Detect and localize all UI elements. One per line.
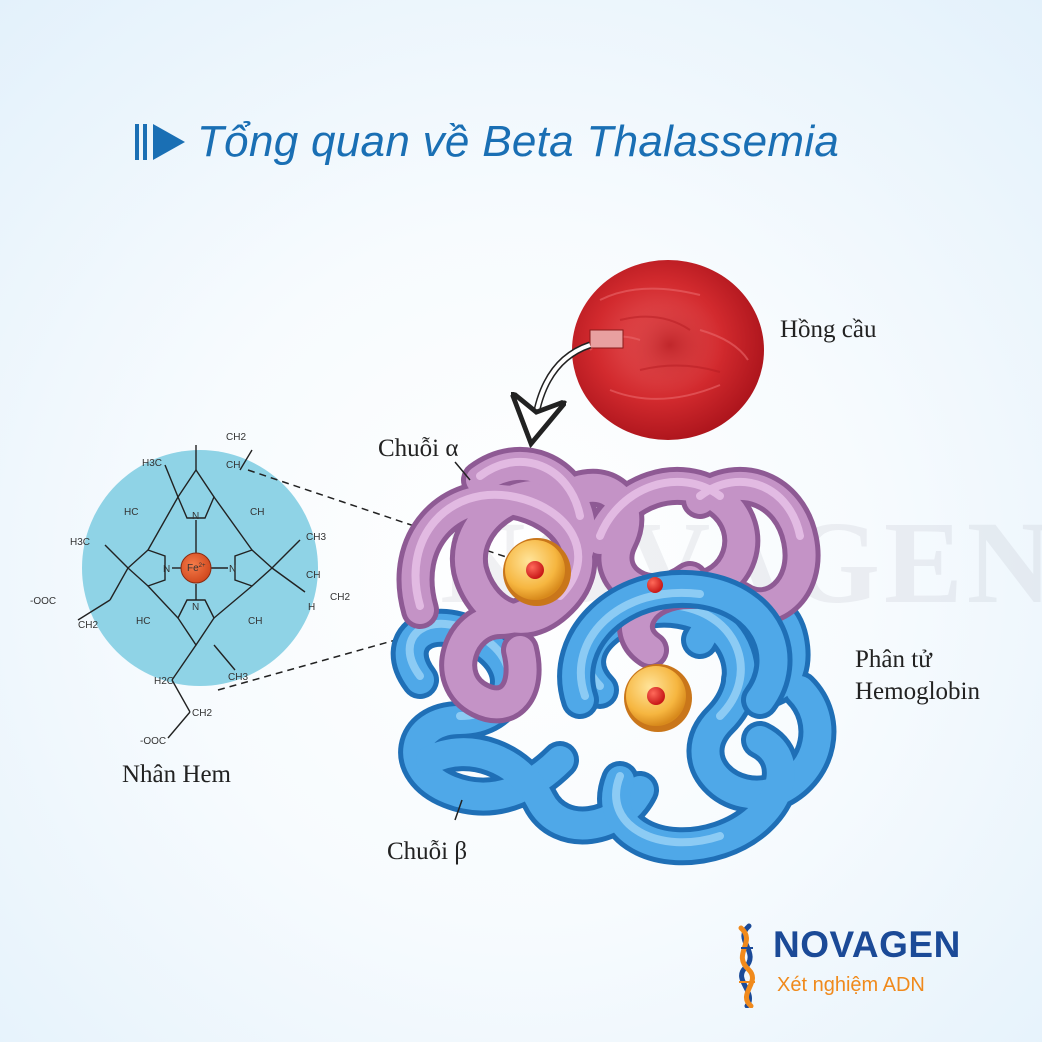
red-blood-cell [572,260,764,440]
chem-label: CH2 [192,708,212,719]
play-bars-icon [135,124,185,160]
heme-structure [77,445,306,739]
page-title: Tổng quan về Beta Thalassemia [197,117,840,166]
chem-label: -OOC [140,736,166,747]
chem-label: CH [306,570,320,581]
connector-line-top [247,469,531,566]
connector-line-bottom [217,604,521,691]
iron-atom [180,552,212,584]
novagen-logo: NOVAGEN Xét nghiệm ADN [727,922,987,1012]
chem-label: CH2 [78,620,98,631]
chem-label: CH2 [330,592,350,603]
logo-name: NOVAGEN [773,924,961,965]
chem-label: CH [250,507,264,518]
heme-disc-beta [624,664,692,732]
chem-label: CH2 [226,432,246,443]
heme-label: Nhân Hem [122,761,231,788]
hemoglobin-label-line1: Phân tử [855,646,932,673]
heme-disc-alpha [503,538,571,606]
chem-label: -OOC [30,596,56,607]
dna-helix-icon [738,923,755,1008]
alpha-leader [454,461,471,481]
chem-label: H2C [154,676,174,687]
chem-label: CH [226,460,240,471]
alpha-chain-label: Chuỗi α [378,435,459,462]
hemoglobin-label-line2: Hemoglobin [855,678,980,705]
chem-label: CH [248,616,262,627]
chem-label: H [308,602,315,613]
iron-symbol: Fe2+ [187,563,206,574]
nitrogen-right: N [229,564,236,575]
chem-label: H3C [142,458,162,469]
chem-label: CH3 [228,672,248,683]
beta-leader [454,799,463,821]
logo-tagline: Xét nghiệm ADN [777,974,925,996]
heme-labels: Fe2+ N N N N CH2 CH H3C CH3 HC CH H3C CH… [30,432,350,747]
chem-label: HC [124,507,138,518]
beta-chain-front [557,569,793,719]
title-block: Tổng quan về Beta Thalassemia [133,112,839,172]
chem-label: HC [136,616,150,627]
nitrogen-top: N [192,511,199,522]
heme-disc-hidden [647,577,663,593]
chem-label: H3C [70,537,90,548]
nitrogen-bottom: N [192,602,199,613]
beta-chain-label: Chuỗi β [387,838,468,865]
nitrogen-left: N [163,564,170,575]
red-blood-cell-label: Hồng cầu [780,316,877,343]
chem-label: CH3 [306,532,326,543]
